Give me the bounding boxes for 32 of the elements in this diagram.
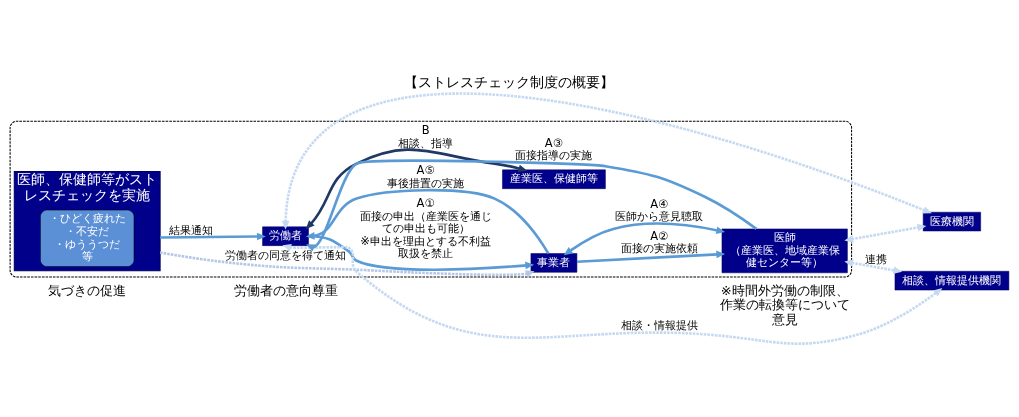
edge-label: A② 面接の実施依頼 xyxy=(620,228,698,255)
edge-label: 結果通知 xyxy=(169,222,214,237)
edge-label: 連携 xyxy=(864,251,887,266)
edge-label: A① 面接の申出（産業医を通じての申出も可能） ※申出を理由とする不利益取扱を禁止 xyxy=(359,195,492,260)
label: ※時間外労働の制限、作業の転換等について意見 xyxy=(719,282,850,327)
arrow xyxy=(577,250,726,263)
arrow xyxy=(282,243,943,345)
arrow xyxy=(844,258,903,274)
edge-label: A③ 面接指導の実施 xyxy=(515,135,593,162)
node-box: ・ひどく疲れた ・不安だ ・ゆううつだ 等 xyxy=(40,209,135,267)
edge-label: 労働者の同意を得て通知 xyxy=(225,247,347,261)
arrow xyxy=(844,223,927,243)
arrow xyxy=(306,158,758,251)
arrow xyxy=(159,250,535,278)
edge-label: A④ 医師から意見聴取 xyxy=(615,196,704,223)
label: 労働者の意向尊重 xyxy=(233,282,338,298)
arrow xyxy=(305,147,528,229)
arrow xyxy=(305,188,550,254)
arrow xyxy=(160,232,266,240)
node-box: 医師 （産業医、地域産業保健センター等） xyxy=(721,228,848,273)
arrow xyxy=(281,92,932,230)
label: 気づきの促進 xyxy=(48,282,127,298)
arrow xyxy=(563,221,726,255)
edge-label: A⑤ 事後措置の実施 xyxy=(387,162,465,190)
edge-label: B 相談、指導 xyxy=(398,122,454,150)
node-box: 医療機関 xyxy=(922,211,981,231)
node-box: 事業者 xyxy=(530,252,578,273)
edge-label: 相談・情報提供 xyxy=(620,317,698,332)
node-box: 産業医、保健師等 xyxy=(502,169,606,189)
node-box: 労働者 xyxy=(262,226,309,246)
node-box: 相談、情報提供機関 xyxy=(894,270,1010,290)
diagram-title: 【ストレスチェック制度の概要】 xyxy=(404,73,615,90)
